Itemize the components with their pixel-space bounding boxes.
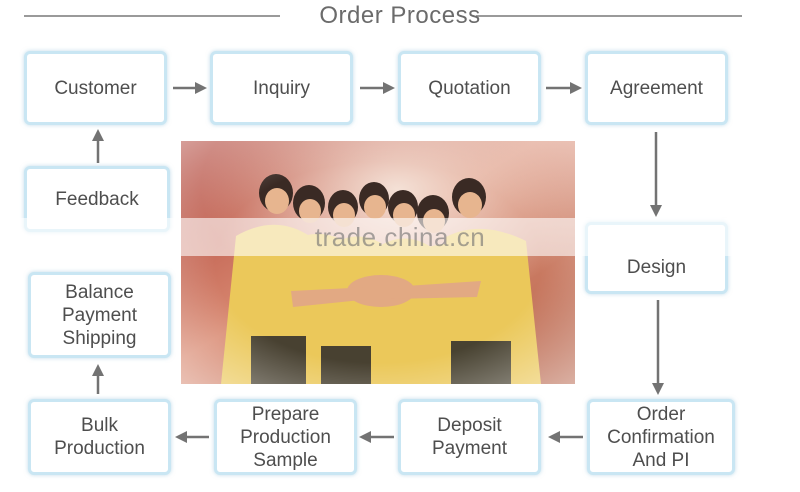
step-inquiry: Inquiry bbox=[210, 51, 353, 125]
step-prepare-production-sample: Prepare Production Sample bbox=[214, 399, 357, 475]
team-photo-illustration bbox=[181, 141, 575, 384]
step-bulk-production: Bulk Production bbox=[28, 399, 171, 475]
title-rule-left bbox=[24, 15, 280, 17]
step-customer: Customer bbox=[24, 51, 167, 125]
step-balance-payment-shipping: Balance Payment Shipping bbox=[28, 272, 171, 358]
diagram-title-row: Order Process bbox=[0, 0, 800, 34]
step-deposit-payment: Deposit Payment bbox=[398, 399, 541, 475]
step-agreement: Agreement bbox=[585, 51, 728, 125]
step-design: Design bbox=[585, 222, 728, 294]
step-feedback: Feedback bbox=[24, 166, 170, 232]
diagram-title: Order Process bbox=[319, 2, 481, 29]
title-rule-right bbox=[476, 15, 742, 17]
step-order-confirmation: Order Confirmation And PI bbox=[587, 399, 735, 475]
step-quotation: Quotation bbox=[398, 51, 541, 125]
team-photo bbox=[181, 141, 575, 384]
